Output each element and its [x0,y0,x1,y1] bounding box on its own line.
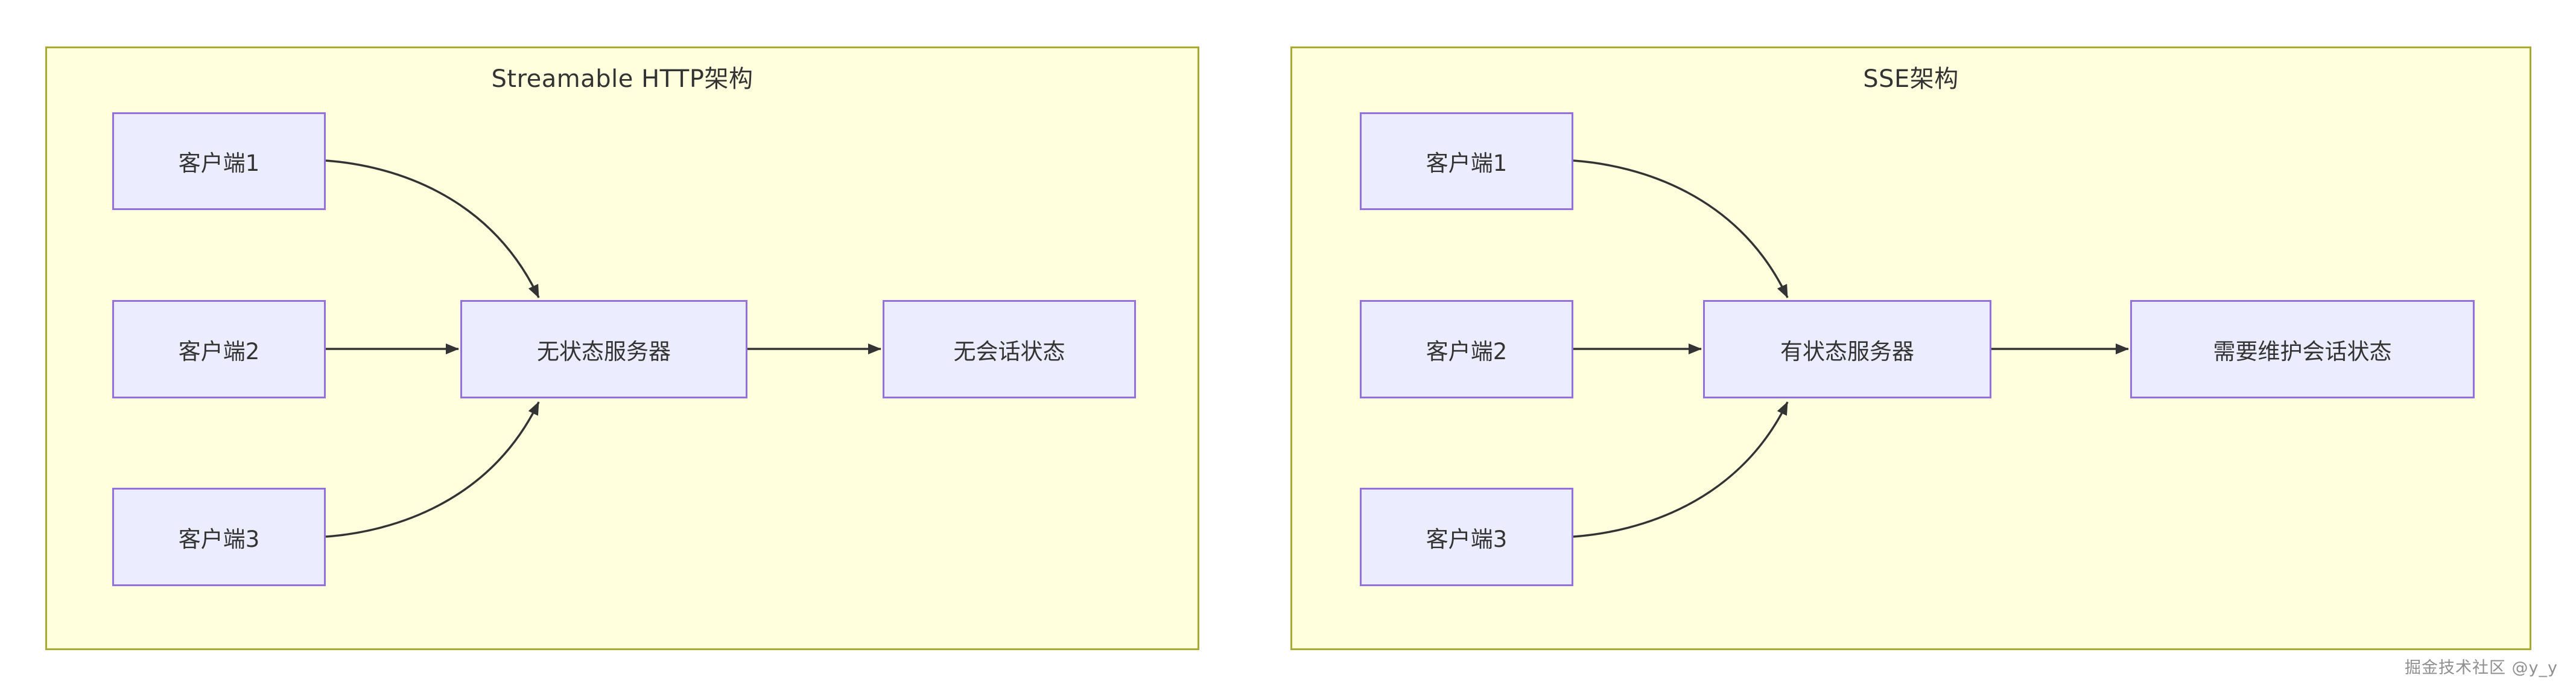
node-left-client1: 客户端1 [112,112,326,210]
node-left-client2: 客户端2 [112,300,326,398]
watermark: 掘金技术社区 @y_y [2404,659,2558,677]
node-right-client3: 客户端3 [1360,488,1573,586]
node-right-client2: 客户端2 [1360,300,1573,398]
cluster-streamable-http-title: Streamable HTTP架构 [491,65,753,93]
node-right-client1: 客户端1 [1360,112,1573,210]
node-right-result: 需要维护会话状态 [2130,300,2475,398]
node-right-server: 有状态服务器 [1703,300,1991,398]
node-left-client3: 客户端3 [112,488,326,586]
node-left-result: 无会话状态 [883,300,1136,398]
node-left-server: 无状态服务器 [460,300,747,398]
cluster-sse-title: SSE架构 [1863,65,1959,93]
